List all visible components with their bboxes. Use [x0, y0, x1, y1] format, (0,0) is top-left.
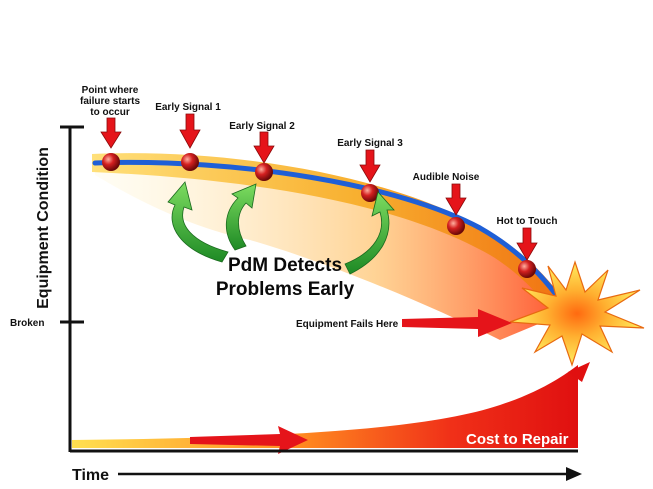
signal-label-3: Early Signal 3	[337, 138, 403, 149]
green-arrow-right	[344, 191, 395, 275]
signal-point-5	[518, 260, 536, 278]
signal-point-1	[181, 153, 199, 171]
failure-explosion	[509, 260, 645, 367]
fail-point-label-line-3: to occur	[90, 107, 130, 118]
broken-label: Broken	[10, 318, 44, 329]
pdm-arrows	[167, 181, 395, 275]
signal-arrow-1	[179, 113, 201, 149]
green-arrow-left	[167, 181, 229, 263]
signal-point-0	[102, 153, 120, 171]
fail-point-label-line-2: failure starts	[80, 96, 140, 107]
fail-point-label-line-1: Point where	[82, 85, 139, 96]
x-axis-label: Time	[72, 467, 109, 484]
signal-arrow-2	[253, 131, 275, 164]
signal-arrow-3	[359, 149, 381, 183]
fails-here-arrow	[402, 309, 512, 337]
pdm-text-line-1: PdM Detects	[228, 255, 342, 276]
signal-point-3	[361, 184, 379, 202]
signal-label-5: Hot to Touch	[497, 216, 558, 227]
signal-arrow-4	[445, 183, 467, 216]
signal-label-1: Early Signal 1	[155, 102, 221, 113]
y-axis-label: Equipment Condition	[35, 147, 52, 309]
fails-here-label: Equipment Fails Here	[296, 319, 399, 330]
condition-band	[92, 153, 572, 315]
signal-label-4: Audible Noise	[413, 172, 480, 183]
signal-point-4	[447, 217, 465, 235]
signal-label-2: Early Signal 2	[229, 121, 295, 132]
signal-arrows	[100, 113, 538, 261]
signal-arrow-5	[516, 227, 538, 261]
pdm-text-line-2: Problems Early	[216, 279, 355, 300]
cost-arrow-head	[568, 362, 590, 382]
degradation-glow	[95, 160, 560, 340]
time-arrow-head	[566, 467, 582, 481]
signal-points	[102, 153, 536, 278]
cost-to-repair-label: Cost to Repair	[466, 431, 569, 448]
signal-point-2	[255, 163, 273, 181]
signal-arrow-0	[100, 117, 122, 149]
cost-to-repair-area	[72, 365, 578, 448]
cost-trend-arrow	[190, 426, 308, 454]
green-arrow-middle	[225, 183, 257, 251]
